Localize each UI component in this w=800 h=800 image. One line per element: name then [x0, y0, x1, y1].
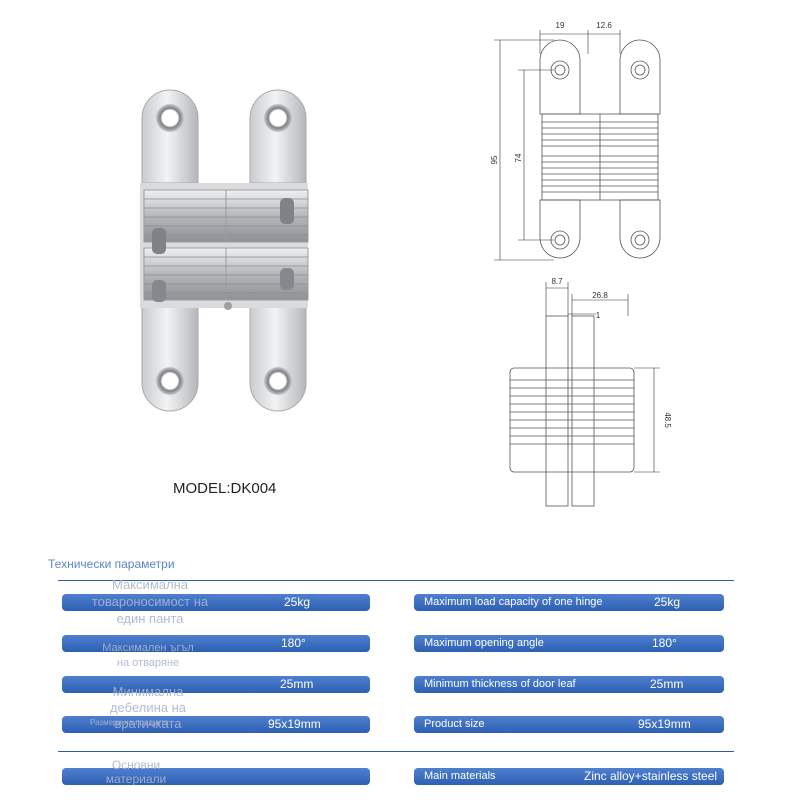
spec-row-angle: Maximum opening angle 180°: [414, 635, 724, 652]
spec-value-thickness: 25mm: [280, 677, 314, 691]
spec-value-size-right: 95x19mm: [638, 717, 691, 731]
dim-w-left: 8.7: [551, 277, 563, 286]
drawing-front-view: 19 12.6 95 74: [490, 21, 661, 261]
spec-row-load-bg: 25kg: [62, 594, 370, 611]
spec-row-materials: Main materials Zinc alloy+stainless stee…: [414, 768, 724, 785]
spec-value-materials: Zinc alloy+stainless steel: [584, 769, 718, 783]
divider-top: [58, 580, 734, 581]
spec-label-size: Product size: [424, 718, 485, 730]
dim-height-hole: 74: [514, 153, 523, 162]
spec-label-thickness: Minimum thickness of door leaf: [424, 678, 576, 690]
bg-label-load: Максимална товароносимост на един панта: [91, 577, 209, 626]
dim-gap: 1: [596, 311, 601, 320]
spec-row-angle-bg: 180°: [62, 635, 370, 652]
bg-label-thickness: Минимална дебелина на вратичката: [109, 684, 187, 731]
dim-height-total: 95: [490, 155, 499, 164]
spec-value-angle: 180°: [281, 636, 306, 650]
spec-row-size: Product size 95x19mm: [414, 716, 724, 733]
spec-label-angle: Maximum opening angle: [424, 637, 544, 649]
spec-label-load: Maximum load capacity of one hinge: [424, 596, 603, 608]
spec-row-load: Maximum load capacity of one hinge 25kg: [414, 594, 724, 611]
spec-row-size-bg: 95x19mm: [62, 716, 370, 733]
divider-bottom: [58, 751, 734, 752]
spec-label-materials: Main materials: [424, 770, 496, 782]
dim-width-a: 19: [556, 21, 565, 30]
spec-row-materials-bg: [62, 768, 370, 785]
bg-label-size: Размери на продукта: [90, 718, 169, 727]
hinge-photo: [140, 89, 309, 412]
spec-value-size: 95x19mm: [268, 717, 321, 731]
dim-depth: 48.5: [663, 412, 672, 428]
bg-label-materials: Основни материали: [105, 758, 167, 786]
model-label: MODEL:DK004: [173, 480, 277, 497]
dim-width-b: 12.6: [596, 21, 612, 30]
bg-label-angle: Максимален ъгъл на отваряне: [102, 642, 194, 669]
spec-row-thickness-bg: 25mm: [62, 676, 370, 693]
dim-w-right: 26.8: [592, 291, 608, 300]
spec-title: Технически параметри: [48, 557, 175, 571]
spec-row-thickness: Minimum thickness of door leaf 25mm: [414, 676, 724, 693]
spec-value-load: 25kg: [284, 595, 311, 609]
spec-value-thickness-right: 25mm: [650, 677, 684, 691]
drawing-side-view: 8.7 26.8 1 48.5: [509, 277, 672, 507]
spec-value-angle-right: 180°: [652, 636, 677, 650]
spec-value-load-right: 25kg: [654, 595, 681, 609]
